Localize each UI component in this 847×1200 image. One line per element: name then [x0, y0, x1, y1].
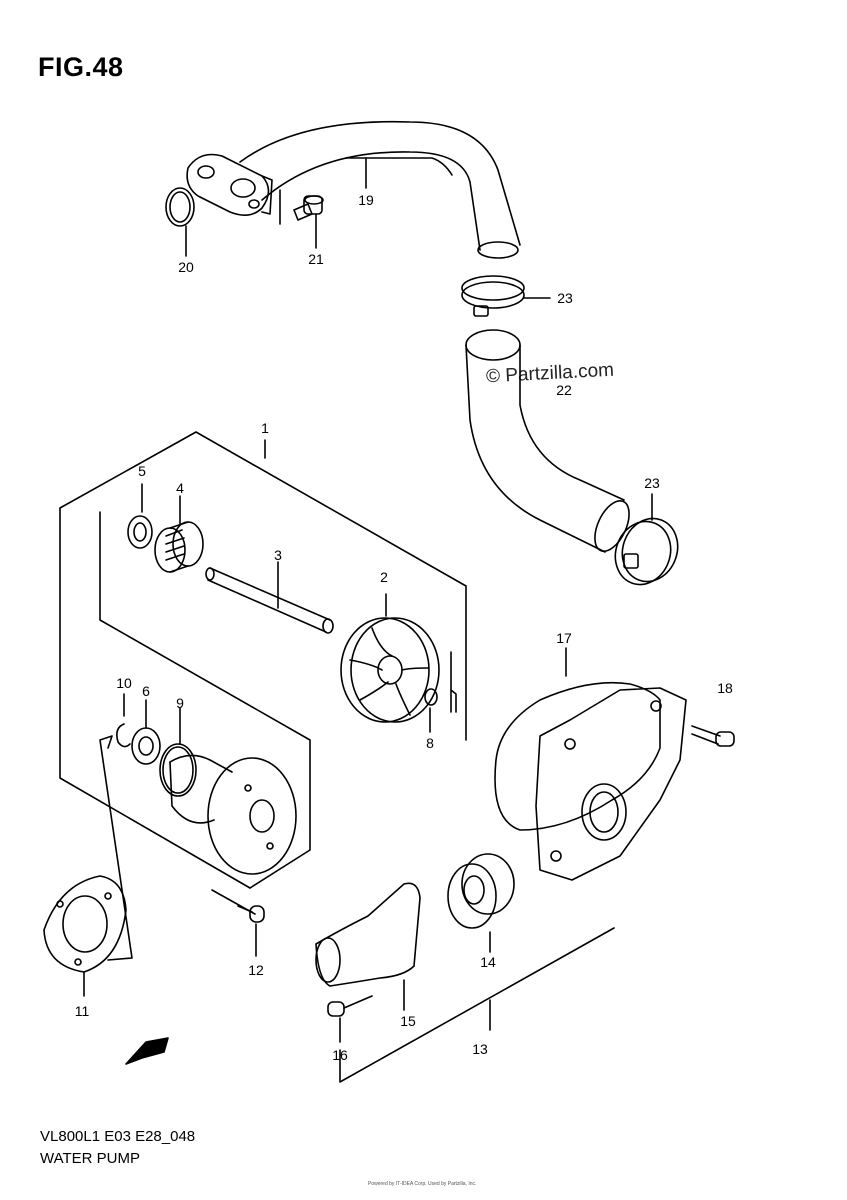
washer-8: [424, 651, 457, 733]
seal-5: [127, 483, 153, 549]
callout-5: 5: [138, 463, 146, 479]
bolt-21: [279, 189, 324, 249]
callout-14: 14: [480, 954, 496, 970]
callout-1: 1: [261, 420, 269, 436]
callout-16: 16: [332, 1047, 348, 1063]
impeller-2: [340, 593, 440, 723]
fwd-arrow-icon: [125, 1037, 169, 1065]
footer-name: WATER PUMP: [40, 1150, 140, 1167]
bolt-18: [691, 725, 735, 747]
leader-13: [339, 927, 615, 1083]
callout-13: 13: [472, 1041, 488, 1057]
callout-15: 15: [400, 1013, 416, 1029]
gasket-11: [43, 735, 133, 997]
bearing-6: [131, 699, 161, 765]
callout-3: 3: [274, 547, 282, 563]
fig-title: FIG.48: [38, 52, 124, 82]
o-ring-9: [159, 707, 197, 797]
callout-18: 18: [717, 680, 733, 696]
pump-case: [169, 754, 297, 875]
callout-8: 8: [426, 735, 434, 751]
callout-20: 20: [178, 259, 194, 275]
pipe-19: [186, 120, 521, 259]
pump-cover: [535, 687, 687, 881]
shaft-3: [205, 561, 334, 634]
circlip-10: [116, 693, 131, 748]
clamp-23-top: [461, 275, 551, 317]
callout-11: 11: [75, 1003, 90, 1019]
callout-10: 10: [116, 675, 132, 691]
callout-4: 4: [176, 480, 184, 496]
bolt-12: [237, 905, 265, 957]
callout-2: 2: [380, 569, 388, 585]
callout-17: 17: [556, 630, 572, 646]
copyright-note: Powered by IT-IDEA Corp. Used by Partzil…: [368, 1181, 477, 1187]
gasket-17: [494, 647, 661, 831]
mechanical-seal-4: [154, 495, 204, 573]
thermostat-cover-15: [315, 882, 421, 1011]
bolt-16: [327, 995, 373, 1043]
callout-22: 22: [556, 382, 572, 398]
assembly-1-outline: [59, 431, 467, 915]
o-ring-20: [165, 187, 195, 257]
callout-9: 9: [176, 695, 184, 711]
callout-19: 19: [358, 192, 374, 208]
callout-6: 6: [142, 683, 150, 699]
callout-21: 21: [308, 251, 324, 267]
callout-12: 12: [248, 962, 264, 978]
footer-code: VL800L1 E03 E28_048: [40, 1128, 196, 1145]
clamp-23-bottom: [614, 493, 679, 586]
callout-23: 23: [644, 475, 660, 491]
thermostat-14: [447, 853, 515, 953]
hose-22: [465, 329, 630, 553]
callout-23: 23: [557, 290, 573, 306]
